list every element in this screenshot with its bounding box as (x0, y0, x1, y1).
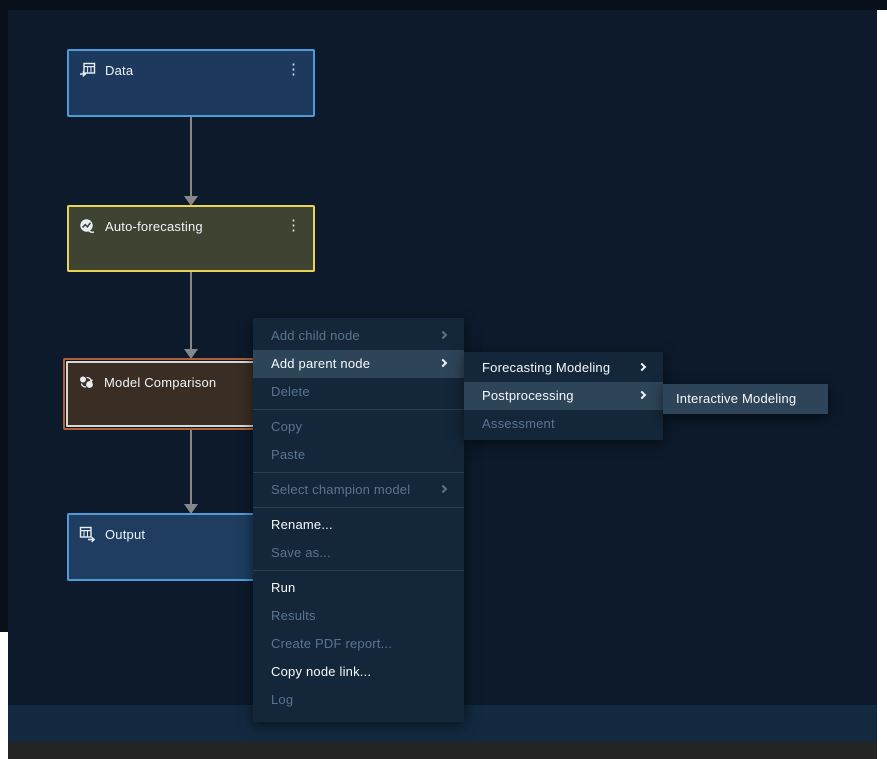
output-table-icon (79, 526, 96, 543)
menu-item-label: Results (271, 608, 316, 623)
postprocessing-submenu: Interactive Modeling (663, 384, 828, 414)
menu-item-label: Rename... (271, 517, 333, 532)
menu-item-label: Save as... (271, 545, 331, 560)
arrowhead-icon (184, 196, 198, 206)
menu-item-results: Results (253, 602, 464, 630)
node-options-kebab-icon[interactable]: ⋮ (286, 217, 301, 234)
menu-item-run[interactable]: Run (253, 574, 464, 602)
add-parent-node-submenu: Forecasting Modeling Postprocessing Asse… (464, 352, 663, 440)
menu-item-create-pdf-report: Create PDF report... (253, 630, 464, 658)
arrowhead-icon (184, 349, 198, 359)
menu-separator (253, 570, 464, 571)
submenu-chevron-icon (438, 484, 448, 494)
menu-item-interactive-modeling[interactable]: Interactive Modeling (663, 384, 828, 414)
model-compare-icon (78, 374, 95, 391)
menu-item-save-as: Save as... (253, 539, 464, 567)
menu-item-copy: Copy (253, 413, 464, 441)
node-label: Data (105, 62, 134, 78)
menu-item-log: Log (253, 686, 464, 714)
menu-item-label: Log (271, 692, 294, 707)
forecast-icon (79, 218, 96, 235)
edge-autoforecasting-to-modelcomparison (190, 272, 192, 350)
menu-item-label: Paste (271, 447, 306, 462)
submenu-chevron-icon (637, 362, 647, 372)
node-options-kebab-icon[interactable]: ⋮ (286, 61, 301, 78)
node-label: Auto-forecasting (105, 218, 203, 234)
submenu-chevron-icon (438, 330, 448, 340)
submenu-chevron-icon (637, 390, 647, 400)
menu-item-rename[interactable]: Rename... (253, 511, 464, 539)
window-left-border (0, 10, 8, 632)
menu-item-assessment: Assessment (464, 410, 663, 438)
menu-item-label: Forecasting Modeling (482, 360, 611, 375)
menu-item-paste: Paste (253, 441, 464, 469)
menu-item-label: Add child node (271, 328, 360, 343)
arrowhead-icon (184, 504, 198, 514)
node-label: Model Comparison (104, 374, 217, 390)
node-label: Output (105, 526, 146, 542)
menu-item-label: Postprocessing (482, 388, 574, 403)
menu-item-label: Copy (271, 419, 303, 434)
menu-separator (253, 409, 464, 410)
menu-item-label: Create PDF report... (271, 636, 393, 651)
menu-item-label: Run (271, 580, 296, 595)
menu-item-copy-node-link[interactable]: Copy node link... (253, 658, 464, 686)
window-bottom-strip (8, 742, 877, 759)
edge-data-to-autoforecasting (190, 117, 192, 197)
menu-item-label: Select champion model (271, 482, 411, 497)
menu-item-forecasting-modeling[interactable]: Forecasting Modeling (464, 354, 663, 382)
menu-item-label: Interactive Modeling (676, 391, 797, 406)
menu-item-label: Assessment (482, 416, 555, 431)
menu-separator (253, 507, 464, 508)
menu-item-label: Add parent node (271, 356, 371, 371)
menu-item-select-champion-model: Select champion model (253, 476, 464, 504)
menu-item-add-child-node: Add child node (253, 322, 464, 350)
menu-separator (253, 472, 464, 473)
node-auto-forecasting[interactable]: Auto-forecasting ⋮ (67, 205, 315, 272)
data-table-icon (79, 62, 96, 79)
menu-item-postprocessing[interactable]: Postprocessing (464, 382, 663, 410)
submenu-chevron-icon (438, 358, 448, 368)
window-top-border (0, 0, 887, 10)
node-context-menu: Add child node Add parent node Delete Co… (253, 318, 464, 722)
node-data[interactable]: Data ⋮ (67, 49, 315, 117)
menu-item-label: Copy node link... (271, 664, 372, 679)
menu-item-delete: Delete (253, 378, 464, 406)
edge-modelcomparison-to-output (190, 430, 192, 505)
menu-item-label: Delete (271, 384, 310, 399)
menu-item-add-parent-node[interactable]: Add parent node (253, 350, 464, 378)
